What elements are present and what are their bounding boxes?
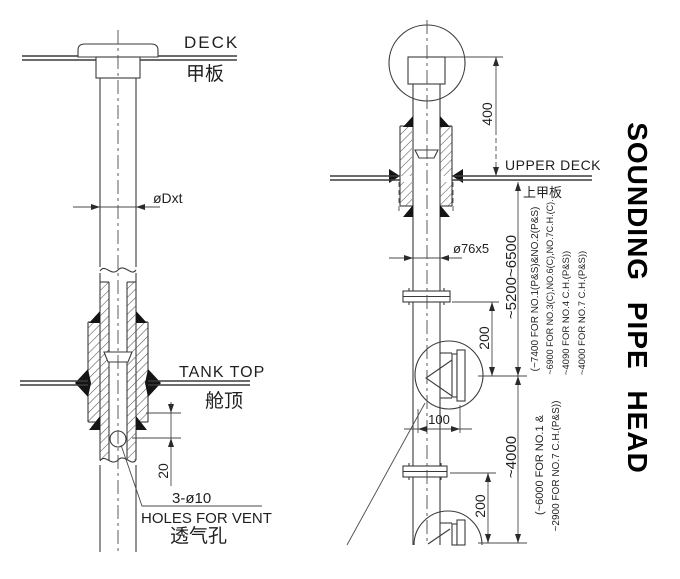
weld-mark	[145, 369, 161, 397]
dim-100-label: 100	[428, 412, 450, 427]
dimension-400	[445, 56, 503, 176]
weld-mark	[89, 311, 100, 323]
weld-mark	[136, 311, 147, 323]
pipe-head-cap	[407, 56, 446, 85]
note-upper-3: ~4090 FOR NO.4 C.H.(P&S))	[561, 251, 572, 375]
pipe-break-line	[99, 267, 137, 273]
left-view-drawing: DECK 甲板 øDxt TANK TOP 舱顶 20 3-ø10 HOLES …	[20, 30, 272, 552]
weld-mark	[403, 116, 413, 127]
dimension-5200-6500	[478, 182, 527, 377]
dim-200-upper-label: 200	[476, 326, 492, 350]
dim-5200-6500-label: ~5200~6500	[503, 235, 520, 319]
detail-circle-branch-lower	[413, 510, 483, 546]
note-upper-2: ~6900 FOR NO.3(C),NO.6(C),NO.7C.H.(C).	[545, 199, 555, 374]
upper-deck-line	[330, 175, 592, 181]
upper-deck-label: UPPER DECK	[505, 157, 601, 173]
pipe-upper	[99, 78, 137, 273]
weld-mark	[89, 416, 100, 430]
deck-label: DECK	[184, 33, 239, 52]
branch-fitting-upper	[425, 349, 466, 402]
dimension-hole-offset	[132, 402, 181, 486]
vent-leader-line	[120, 444, 262, 507]
drawing-title: SOUNDING PIPE HEAD	[622, 122, 653, 474]
branch-fitting-lower	[427, 519, 466, 546]
dimension-100	[404, 405, 472, 433]
note-lower-2: ~2900 FOR NO.7 C.H.(P&S))	[551, 401, 562, 532]
note-upper-4: ~4000 FOR NO.7 C.H.(P&S))	[577, 251, 588, 375]
dim-200-lower-label: 200	[472, 494, 488, 518]
dimension-pipe-diameter	[73, 204, 160, 210]
dimension-200-upper	[452, 301, 499, 376]
dimension-200-lower	[450, 472, 496, 543]
weld-mark	[403, 205, 413, 217]
detail-circle-branch-upper	[414, 340, 484, 410]
detail-leader-line	[346, 402, 426, 546]
tank-top-label-cn: 舱顶	[205, 390, 243, 412]
tank-top-line	[20, 380, 250, 386]
pipe-size-label: ø76x5	[453, 241, 489, 256]
dimension-pipe-size	[389, 255, 462, 261]
weld-mark	[75, 369, 91, 397]
vent-label-cn: 透气孔	[170, 525, 227, 547]
socket-taper	[414, 149, 439, 159]
deck-label-cn: 甲板	[186, 63, 224, 85]
weld-mark	[136, 416, 147, 430]
dimension-4000	[478, 376, 527, 544]
flange-lower	[402, 463, 448, 480]
vent-holes-label: HOLES FOR VENT	[141, 510, 272, 527]
weld-mark	[440, 205, 450, 217]
dim-4000-label: ~4000	[503, 436, 520, 478]
tank-top-label: TANK TOP	[179, 364, 265, 381]
flange-upper	[402, 288, 451, 305]
dim-400-label: 400	[479, 102, 495, 126]
right-view-drawing: 400 UPPER DECK 上甲板 ø76x5 ~5200~6500 (~74…	[330, 20, 601, 546]
upper-deck-sleeve	[389, 116, 463, 217]
upper-deck-label-cn: 上甲板	[523, 185, 562, 200]
note-upper-1: (~7400 FOR NO.1(P&S)&NO.2(P&S)	[530, 207, 541, 372]
dim-20-label: 20	[155, 463, 171, 479]
weld-mark	[440, 116, 450, 127]
vent-count-label: 3-ø10	[172, 490, 211, 507]
tank-top-sleeve	[75, 273, 161, 460]
note-lower-1: (~6000 FOR NO.1 &	[534, 414, 546, 515]
pipe-diameter-label: øDxt	[153, 190, 183, 206]
